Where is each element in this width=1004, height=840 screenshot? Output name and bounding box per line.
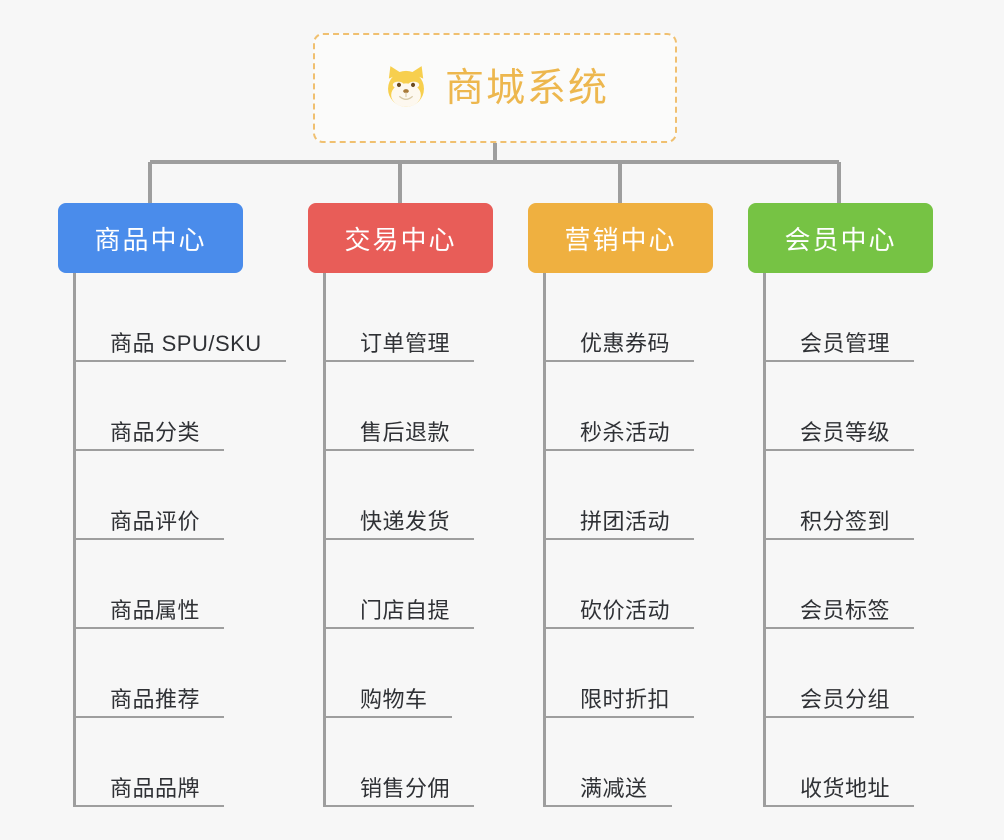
leaf-list-2: 优惠券码 秒杀活动 拼团活动 砍价活动 限时折扣 满减送	[543, 273, 695, 807]
leaf-label: 商品分类	[76, 419, 225, 451]
leaf-label: 快递发货	[326, 508, 475, 540]
leaf-label: 秒杀活动	[546, 419, 695, 451]
category-label-0: 商品中心	[94, 224, 207, 255]
leaf-label: 门店自提	[326, 597, 475, 629]
leaf-label: 销售分佣	[326, 775, 475, 807]
leaf-item[interactable]: 订单管理	[326, 273, 475, 362]
leaf-item[interactable]: 积分签到	[766, 451, 915, 540]
leaf-label: 购物车	[326, 686, 452, 718]
leaf-label: 会员管理	[766, 330, 915, 362]
leaf-item[interactable]: 商品 SPU/SKU	[76, 273, 286, 362]
leaf-label: 砍价活动	[546, 597, 695, 629]
category-header-3[interactable]: 会员中心	[748, 203, 933, 273]
category-label-3: 会员中心	[784, 224, 897, 255]
leaf-list-1: 订单管理 售后退款 快递发货 门店自提 购物车 销售分佣	[323, 273, 475, 807]
leaf-label: 售后退款	[326, 419, 475, 451]
leaf-item[interactable]: 砍价活动	[546, 540, 695, 629]
leaf-item[interactable]: 会员分组	[766, 629, 915, 718]
category-header-1[interactable]: 交易中心	[308, 203, 493, 273]
leaf-label: 拼团活动	[546, 508, 695, 540]
root-title: 商城系统	[444, 66, 609, 110]
leaf-label: 商品推荐	[76, 686, 225, 718]
category-label-2: 营销中心	[564, 224, 677, 255]
leaf-list-3: 会员管理 会员等级 积分签到 会员标签 会员分组 收货地址	[763, 273, 915, 807]
leaf-label: 优惠券码	[546, 330, 695, 362]
leaf-item[interactable]: 销售分佣	[326, 718, 475, 807]
leaf-item[interactable]: 购物车	[326, 629, 474, 718]
leaf-label: 商品 SPU/SKU	[76, 330, 286, 362]
leaf-item[interactable]: 快递发货	[326, 451, 475, 540]
leaf-item[interactable]: 商品分类	[76, 362, 286, 451]
category-column-2: 营销中心 优惠券码 秒杀活动 拼团活动 砍价活动 限时折扣 满减送	[528, 203, 713, 807]
leaf-item[interactable]: 商品品牌	[76, 718, 286, 807]
category-header-0[interactable]: 商品中心	[58, 203, 243, 273]
leaf-item[interactable]: 商品推荐	[76, 629, 286, 718]
leaf-item[interactable]: 拼团活动	[546, 451, 695, 540]
leaf-label: 商品属性	[76, 597, 225, 629]
leaf-item[interactable]: 商品评价	[76, 451, 286, 540]
category-label-1: 交易中心	[344, 224, 457, 255]
leaf-label: 商品评价	[76, 508, 225, 540]
leaf-label: 限时折扣	[546, 686, 695, 718]
leaf-item[interactable]: 门店自提	[326, 540, 475, 629]
root-node[interactable]: 商城系统	[313, 33, 677, 143]
leaf-label: 满减送	[546, 775, 672, 807]
category-column-1: 交易中心 订单管理 售后退款 快递发货 门店自提 购物车 销售分佣	[308, 203, 493, 807]
leaf-label: 订单管理	[326, 330, 475, 362]
leaf-item[interactable]: 商品属性	[76, 540, 286, 629]
category-column-3: 会员中心 会员管理 会员等级 积分签到 会员标签 会员分组 收货地址	[748, 203, 933, 807]
leaf-label: 会员标签	[766, 597, 915, 629]
leaf-item[interactable]: 限时折扣	[546, 629, 695, 718]
shiba-dog-face-icon	[381, 63, 431, 113]
category-column-0: 商品中心 商品 SPU/SKU 商品分类 商品评价 商品属性 商品推荐 商品品牌	[58, 203, 286, 807]
leaf-label: 积分签到	[766, 508, 915, 540]
leaf-item[interactable]: 会员标签	[766, 540, 915, 629]
leaf-label: 会员等级	[766, 419, 915, 451]
leaf-label: 商品品牌	[76, 775, 225, 807]
leaf-item[interactable]: 会员管理	[766, 273, 915, 362]
leaf-item[interactable]: 满减送	[546, 718, 694, 807]
leaf-item[interactable]: 售后退款	[326, 362, 475, 451]
leaf-label: 会员分组	[766, 686, 915, 718]
leaf-item[interactable]: 收货地址	[766, 718, 915, 807]
leaf-list-0: 商品 SPU/SKU 商品分类 商品评价 商品属性 商品推荐 商品品牌	[73, 273, 286, 807]
leaf-item[interactable]: 优惠券码	[546, 273, 695, 362]
leaf-item[interactable]: 秒杀活动	[546, 362, 695, 451]
category-header-2[interactable]: 营销中心	[528, 203, 713, 273]
leaf-label: 收货地址	[766, 775, 915, 807]
leaf-item[interactable]: 会员等级	[766, 362, 915, 451]
